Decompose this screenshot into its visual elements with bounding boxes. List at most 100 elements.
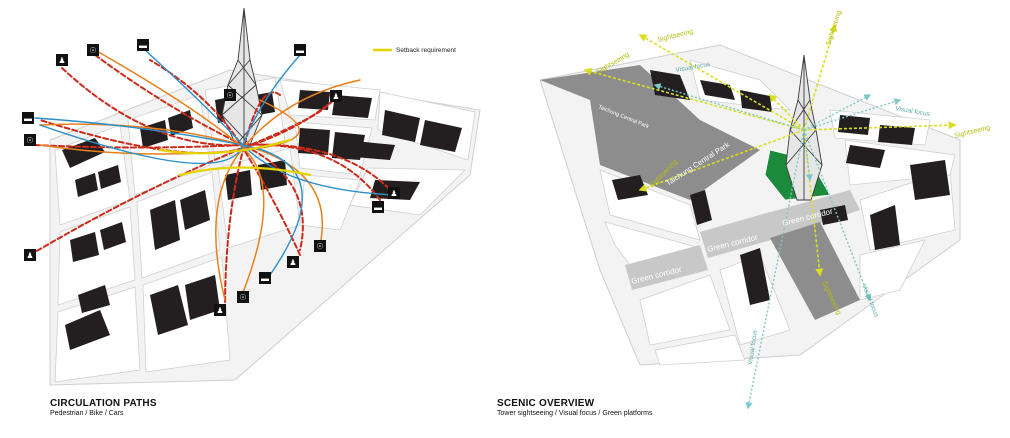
icon-glyph: ▬: [24, 114, 32, 123]
bike-icon: ☉: [314, 240, 326, 252]
visual-focus-label-4: Visual focus: [747, 329, 759, 365]
icon-glyph: ♟: [216, 306, 223, 315]
left-building-block: [78, 285, 110, 313]
icon-tile: [224, 89, 236, 101]
circulation-route: [224, 91, 281, 311]
right-building-block: [740, 248, 770, 305]
right-grid-cell: [639, 274, 731, 346]
left-building-block: [70, 232, 99, 262]
icon-glyph: ☉: [226, 91, 233, 100]
bike-icon: ☉: [237, 291, 249, 303]
right-grid-cell: [859, 239, 926, 301]
left-building-block: [298, 90, 330, 110]
icon-tile: [24, 134, 36, 146]
left-transport-icons: ♟☉▬▬♟▬☉♟▬♟☉♟▬☉♟☉: [22, 39, 400, 316]
car-icon: ▬: [259, 272, 271, 284]
sightseeing-arrow: [803, 23, 838, 131]
circulation-route: [215, 79, 361, 301]
green-corridor-middle: [700, 212, 778, 258]
left-building-block: [98, 165, 121, 189]
sightseeing-arrow: [803, 121, 957, 131]
sightseeing-label-1: Sightseeing: [657, 28, 694, 44]
right-building-blocks: [612, 70, 950, 305]
icon-glyph: ▬: [261, 274, 269, 283]
pedestrian-icon: ♟: [388, 187, 400, 199]
right-building-block: [878, 125, 915, 145]
right-building-block: [846, 145, 885, 168]
icon-glyph: ☉: [316, 242, 323, 251]
park-diagonal-strip: [770, 222, 860, 320]
car-icon: ▬: [137, 39, 149, 51]
icon-glyph: ♟: [58, 56, 65, 65]
left-caption-subtitle: Pedestrian / Bike / Cars: [50, 410, 124, 417]
bike-icon: ☉: [87, 44, 99, 56]
icon-tile: [294, 44, 306, 56]
sightseeing-arrow: [638, 129, 805, 192]
circulation-route: [158, 138, 292, 155]
left-building-block: [298, 128, 330, 155]
left-building-block: [185, 275, 220, 320]
icon-tile: [237, 291, 249, 303]
icon-glyph: ▬: [296, 46, 304, 55]
sightseeing-label-2: Sightseeing: [825, 10, 843, 47]
right-building-block: [700, 80, 735, 100]
right-caption: SCENIC OVERVIEW Tower sightseeing / Visu…: [497, 398, 653, 417]
left-building-block: [420, 120, 462, 152]
icon-glyph: ▬: [139, 41, 147, 50]
setback-legend-label: Setback requirement: [396, 47, 456, 54]
icon-tile: [22, 112, 34, 124]
right-caption-title: SCENIC OVERVIEW: [497, 398, 595, 409]
visual-focus-arrow: [803, 94, 872, 131]
visual-focus-arrow: [803, 98, 902, 131]
circulation-paths-diagram: Setback requirement ♟☉▬▬♟▬☉♟▬♟☉♟▬☉♟☉: [22, 7, 481, 386]
right-caption-subtitle: Tower sightseeing / Visual focus / Green…: [497, 410, 653, 417]
right-building-block: [690, 190, 712, 225]
right-building-block: [820, 205, 848, 225]
car-icon: ▬: [22, 112, 34, 124]
visual-focus-arrow: [653, 83, 805, 131]
icon-tile: [137, 39, 149, 51]
pedestrian-icon: ♟: [56, 54, 68, 66]
icon-tile: [330, 90, 342, 102]
icon-tile: [24, 249, 36, 261]
car-icon: ▬: [372, 201, 384, 213]
visual-focus-arrow: [803, 129, 813, 182]
sightseeing-arrow: [583, 67, 805, 131]
right-view-arrows: [583, 23, 957, 410]
bike-icon: ☉: [224, 89, 236, 101]
icon-glyph: ▬: [374, 203, 382, 212]
left-building-block: [382, 110, 420, 142]
right-grid-cell: [654, 334, 746, 366]
icon-glyph: ♟: [332, 92, 339, 101]
left-route-lines: [29, 49, 396, 311]
icon-glyph: ♟: [390, 189, 397, 198]
pedestrian-icon: ♟: [214, 304, 226, 316]
left-caption: CIRCULATION PATHS Pedestrian / Bike / Ca…: [50, 398, 157, 417]
green-corridor-upper: [760, 190, 860, 240]
left-building-block: [62, 138, 105, 168]
right-building-block: [910, 160, 950, 200]
pedestrian-icon: ♟: [330, 90, 342, 102]
icon-glyph: ☉: [26, 136, 33, 145]
icon-tile: [287, 256, 299, 268]
icon-glyph: ☉: [89, 46, 96, 55]
right-building-block: [838, 115, 870, 135]
left-building-block: [225, 170, 252, 200]
pedestrian-icon: ♟: [287, 256, 299, 268]
icon-glyph: ☉: [239, 293, 246, 302]
right-building-block: [870, 205, 900, 250]
left-caption-title: CIRCULATION PATHS: [50, 398, 157, 409]
sightseeing-arrow: [638, 34, 805, 131]
sightseeing-label-3: Sightseeing: [954, 124, 991, 140]
icon-tile: [87, 44, 99, 56]
scenic-overview-diagram: Taichung Central Park Taichung Central P…: [539, 10, 991, 410]
left-building-block: [150, 200, 180, 250]
left-building-block: [65, 310, 110, 350]
circulation-route: [178, 166, 312, 177]
left-building-block: [150, 285, 188, 335]
right-building-block: [612, 175, 648, 200]
icon-tile: [56, 54, 68, 66]
icon-tile: [214, 304, 226, 316]
